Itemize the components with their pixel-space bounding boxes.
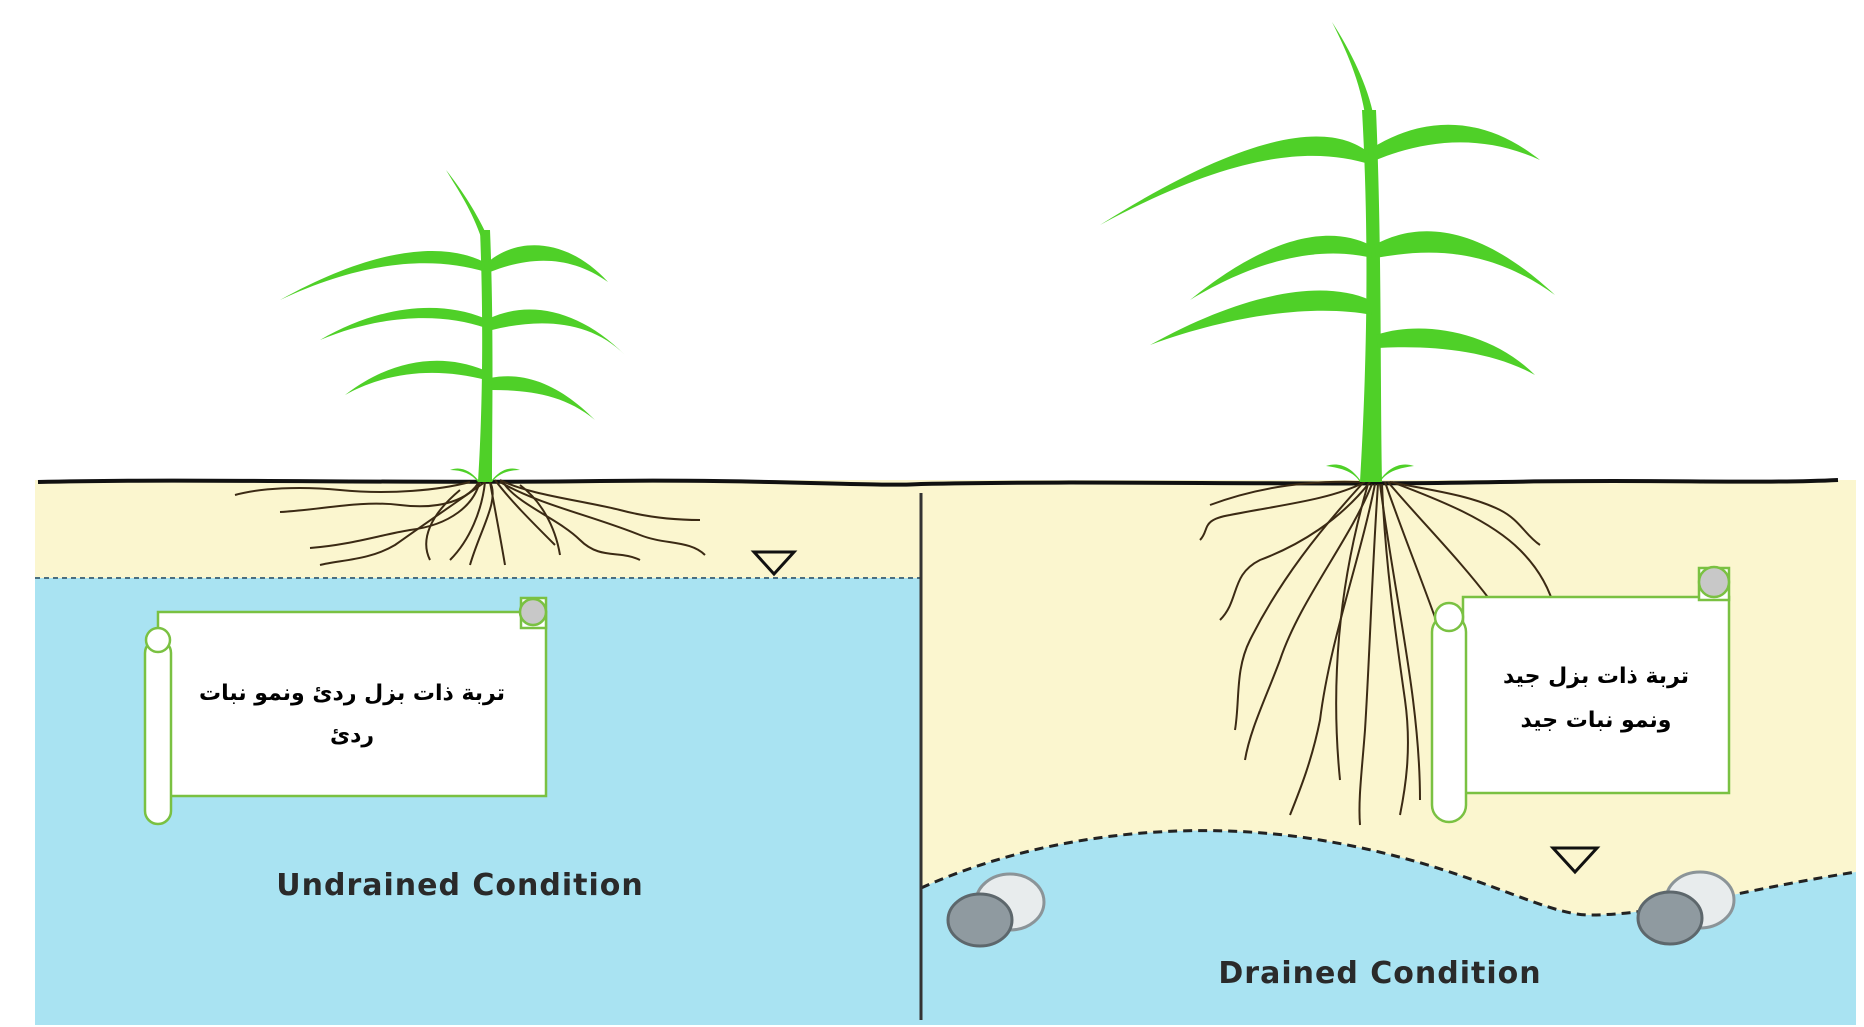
tall-plant-stem-leaves [1100,22,1555,482]
left-soil-layer [35,480,921,580]
small-plant-stem-leaves [280,170,625,482]
undrained-condition-label: Undrained Condition [276,868,643,903]
left-scroll-note-line2: ردئ [330,723,374,748]
drained-condition-label: Drained Condition [1218,956,1541,991]
right-scroll-note-line1: تربة ذات بزل جيد [1503,664,1689,689]
right-scroll-note: تربة ذات بزل جيد ونمو نبات جيد [1432,567,1729,822]
left-scroll-note: تربة ذات بزل ردئ ونمو نبات ردئ [145,598,546,824]
left-scroll-note-line1: تربة ذات بزل ردئ ونمو نبات [199,681,505,706]
right-scroll-note-line2: ونمو نبات جيد [1521,708,1672,733]
